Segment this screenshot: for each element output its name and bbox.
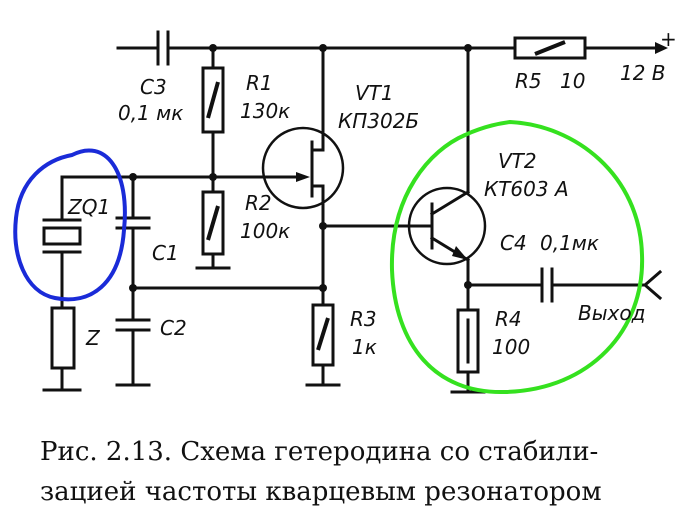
- r3-value-label: 1к: [352, 335, 377, 359]
- zq1-name-label: ZQ1: [67, 195, 110, 219]
- r4-value-label: 100: [492, 335, 530, 359]
- vt1-gate-arrow: [296, 172, 310, 182]
- z-component: [50, 306, 76, 370]
- vt2-type-label: КТ603 А: [484, 177, 569, 201]
- r2-value-label: 100к: [240, 219, 290, 243]
- z-name-label: Z: [85, 326, 101, 350]
- vt2-collector-lead: [429, 189, 471, 217]
- caption-line-2: зацией частоты кварцевым резонатором: [40, 477, 602, 507]
- vt1-name-label: VT1: [355, 81, 394, 105]
- r1-name-label: R1: [246, 71, 273, 95]
- supply-voltage-label: 12 В: [620, 61, 666, 85]
- c4-value-label: 0,1мк: [540, 231, 599, 255]
- supply-plus-label: +: [660, 27, 677, 51]
- vt1-type-label: КП302Б: [338, 109, 419, 133]
- caption-line-1: Рис. 2.13. Схема гетеродина со стабили-: [40, 437, 598, 467]
- r2-name-label: R2: [245, 191, 272, 215]
- output-terminal-icon: [642, 269, 663, 301]
- r5-name-label: R5: [515, 69, 542, 93]
- c4-name-label: C4: [500, 231, 527, 255]
- r1-value-label: 130к: [240, 99, 290, 123]
- vt2-transistor-body: [407, 186, 487, 266]
- supply-arrow: [655, 42, 668, 54]
- r3-slash: [316, 317, 330, 351]
- r5-slash: [534, 40, 566, 56]
- r3-name-label: R3: [350, 307, 377, 331]
- r2-slash: [206, 205, 220, 241]
- r1-slash: [206, 81, 220, 119]
- c2-name-label: C2: [160, 316, 187, 340]
- green-annotation-circle: [389, 119, 645, 395]
- vt2-name-label: VT2: [498, 149, 537, 173]
- vt2-emitter-arrow: [452, 246, 468, 260]
- vt1-transistor-body: [261, 126, 345, 210]
- c3-value-label: 0,1 мк: [118, 101, 183, 125]
- c1-name-label: C1: [152, 241, 179, 265]
- c3-name-label: C3: [140, 75, 167, 99]
- output-label: Выход: [578, 301, 645, 325]
- blue-annotation-circle: [13, 148, 127, 302]
- zq1-crystal: [42, 226, 82, 246]
- r4-name-label: R4: [495, 307, 522, 331]
- r5-value-label: 10: [560, 69, 585, 93]
